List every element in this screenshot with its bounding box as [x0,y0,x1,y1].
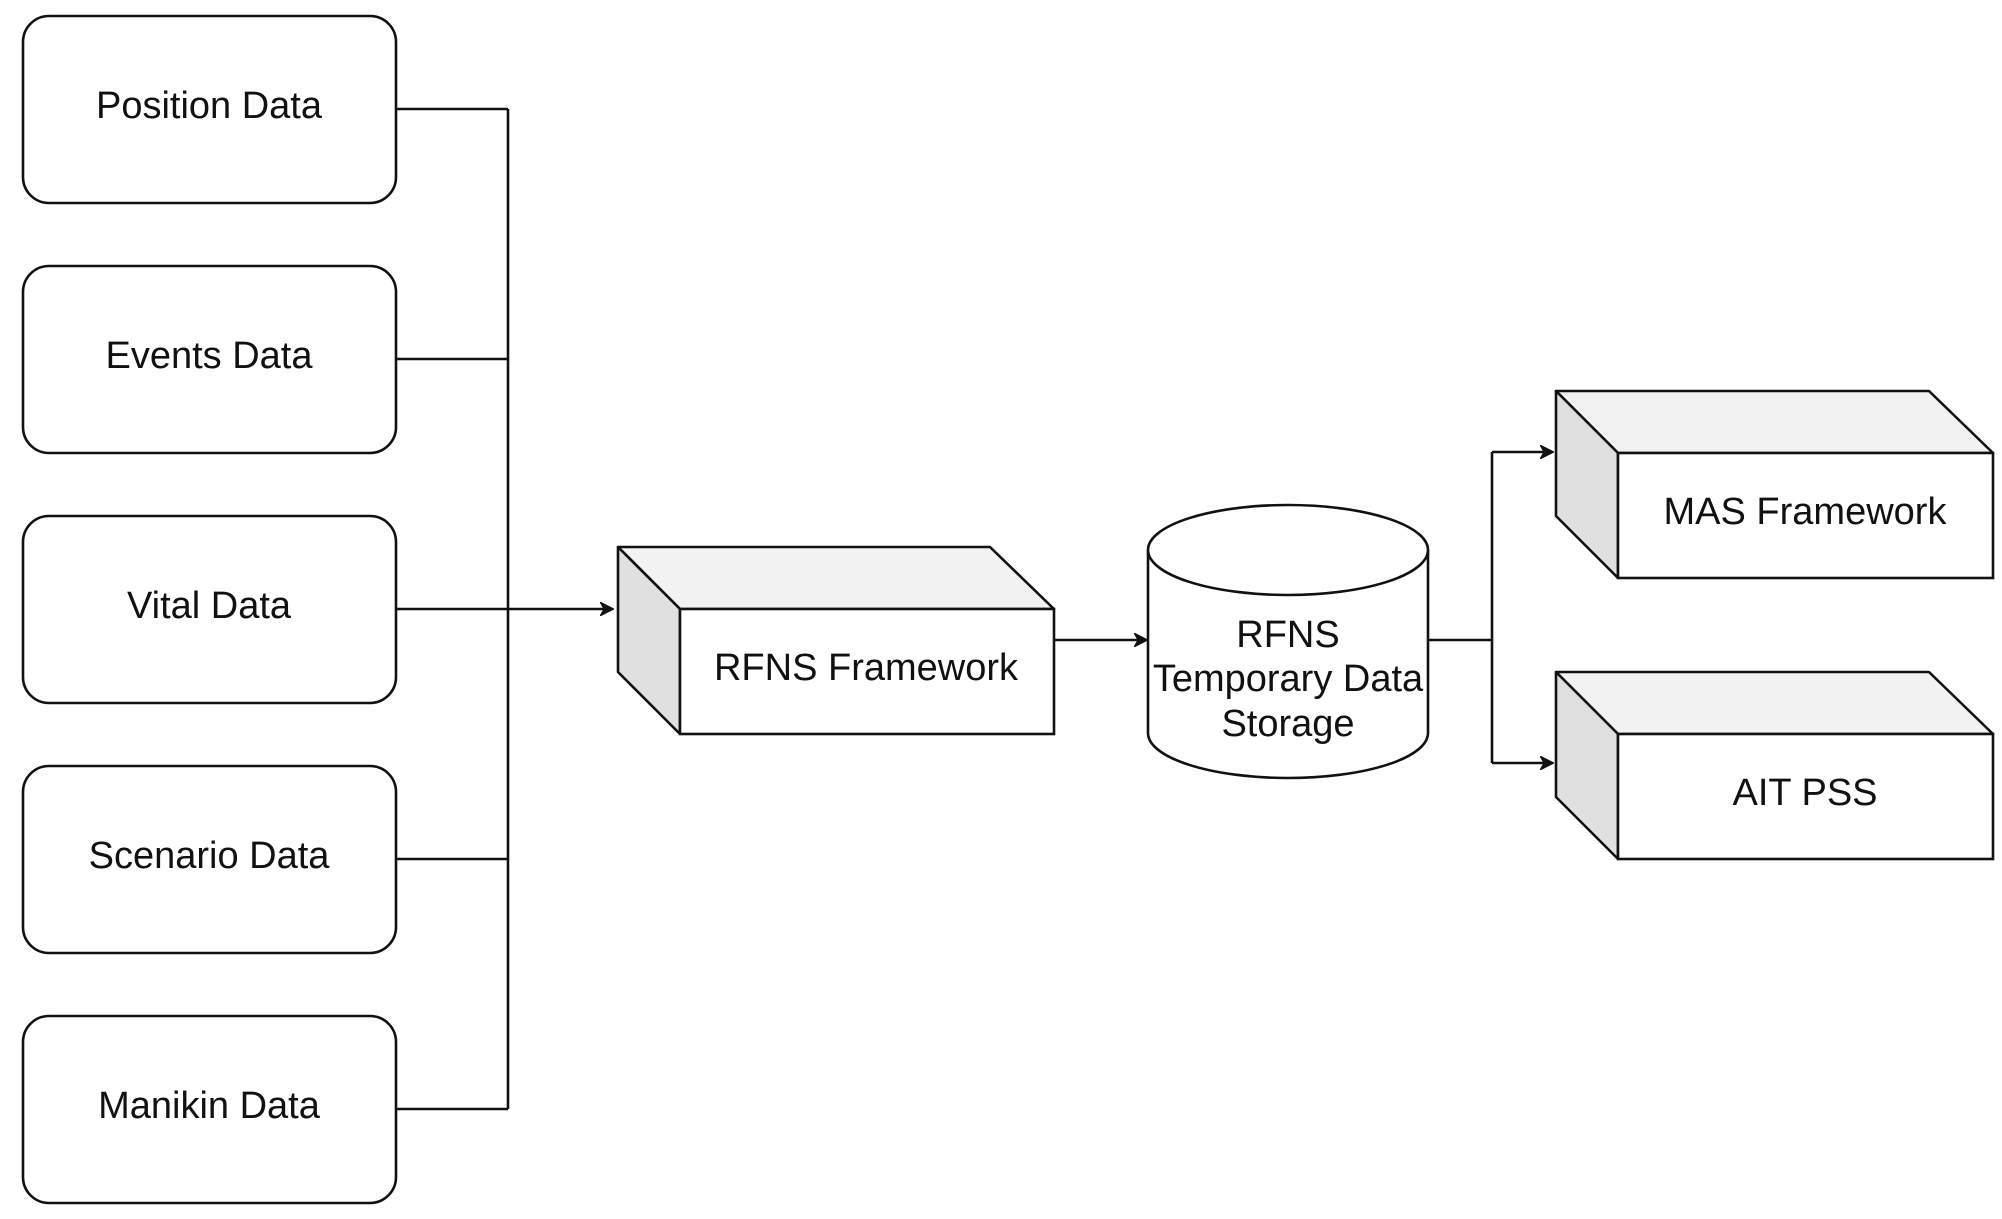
rfns-framework-block: RFNS Framework [616,545,1056,736]
source-box-manikin: Manikin Data [21,1014,398,1205]
source-box-events: Events Data [21,264,398,455]
ait-pss-top-face [1554,670,1995,736]
storage-body [1146,550,1430,780]
rfns-framework-top-face [616,545,1056,611]
source-label-vital: Vital Data [127,585,292,627]
mas-framework-front-face [1616,451,1995,580]
source-bus-connector [396,107,612,1111]
source-label-scenario: Scenario Data [89,835,331,877]
storage-label-line-2: Temporary Data [1153,658,1424,700]
source-label-position: Position Data [96,85,323,127]
ait-pss-block: AIT PSS [1554,670,1995,861]
storage-label-line-1: RFNS [1236,614,1339,656]
mas-framework-label: MAS Framework [1664,491,1948,533]
ait-pss-label: AIT PSS [1732,772,1877,814]
output-split-connector [1428,452,1552,763]
rfns-framework-front-face [678,607,1056,736]
source-box-position: Position Data [21,14,398,205]
storage-top-ellipse [1146,503,1430,597]
mas-framework-block: MAS Framework [1554,389,1995,580]
rfns-framework-label: RFNS Framework [714,647,1019,689]
ait-pss-front-face [1616,732,1995,861]
mas-framework-top-face [1554,389,1995,455]
storage-label-line-3: Storage [1221,703,1354,745]
rfns-temporary-storage-cylinder: RFNS Temporary Data Storage [1146,503,1430,780]
source-box-vital: Vital Data [21,514,398,705]
source-label-manikin: Manikin Data [98,1085,321,1127]
source-label-events: Events Data [106,335,314,377]
source-box-scenario: Scenario Data [21,764,398,955]
